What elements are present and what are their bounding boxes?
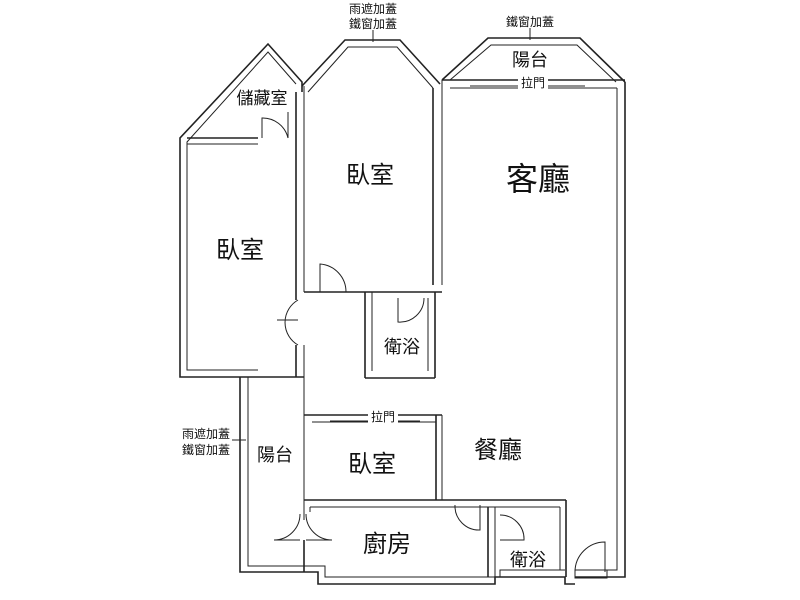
note-left-2: 鐵窗加蓋 bbox=[182, 442, 230, 457]
sliding-doors bbox=[330, 79, 585, 422]
wall-right bbox=[575, 82, 626, 578]
label-bath-lower: 衛浴 bbox=[510, 550, 546, 571]
label-bedroom-small: 臥室 bbox=[348, 450, 396, 478]
note-top-center-1: 雨遮加蓋 bbox=[349, 1, 397, 16]
door-entrance-sill bbox=[574, 569, 608, 579]
wall-right-inner bbox=[578, 88, 618, 571]
wall-right-bay bbox=[441, 37, 626, 83]
door-left-bedroom bbox=[284, 299, 299, 346]
door-entrance bbox=[574, 541, 606, 573]
interior-walls bbox=[187, 79, 625, 577]
slide-mid-label-bg bbox=[368, 410, 398, 424]
door-dining-kitchen bbox=[454, 504, 481, 531]
leaders bbox=[232, 28, 531, 441]
wall-top-bay-inner bbox=[307, 46, 434, 93]
wall-left-wing-inner bbox=[186, 51, 297, 371]
label-bedroom-left: 臥室 bbox=[216, 236, 264, 264]
note-top-center-2: 鐵窗加蓋 bbox=[349, 16, 397, 31]
wall-right-bay-inner bbox=[449, 44, 617, 83]
note-top-right: 鐵窗加蓋 bbox=[506, 14, 554, 29]
slide-top-label-bg bbox=[518, 76, 548, 90]
wall-bottom bbox=[239, 377, 575, 585]
door-kitchen bbox=[305, 513, 333, 541]
door-bath-upper bbox=[397, 297, 425, 323]
label-balcony-top: 陽台 bbox=[512, 50, 548, 71]
door-bath-lower bbox=[499, 514, 525, 541]
label-living-room: 客廳 bbox=[506, 160, 570, 198]
wall-left-wing bbox=[179, 42, 303, 378]
doors bbox=[261, 112, 608, 579]
door-top-bedroom bbox=[319, 263, 347, 293]
label-bedroom-top: 臥室 bbox=[346, 161, 394, 189]
note-left-1: 雨遮加蓋 bbox=[182, 426, 230, 441]
outer-walls bbox=[179, 37, 626, 585]
label-dining-room: 餐廳 bbox=[474, 436, 522, 464]
label-kitchen: 廚房 bbox=[363, 530, 411, 558]
door-balcony-left bbox=[273, 513, 301, 541]
door-storage bbox=[261, 117, 289, 139]
wall-bottom-inner bbox=[247, 377, 565, 578]
note-sliding-mid: 拉門 bbox=[371, 409, 395, 424]
label-balcony-left: 陽台 bbox=[257, 445, 293, 466]
label-storage: 儲藏室 bbox=[237, 89, 288, 109]
note-sliding-top: 拉門 bbox=[521, 75, 545, 90]
label-bath-upper: 衛浴 bbox=[384, 337, 420, 358]
